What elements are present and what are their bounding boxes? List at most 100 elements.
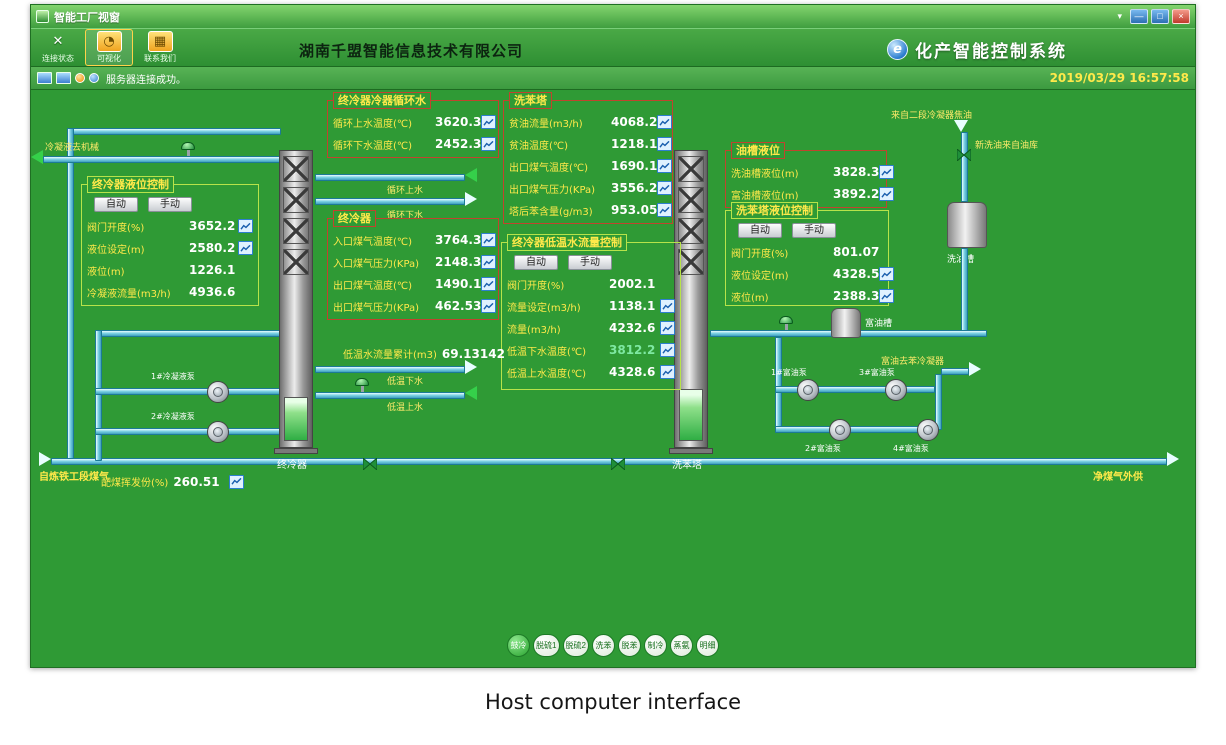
pump-icon[interactable] [829, 419, 851, 441]
gauge-icon: ◔ [96, 31, 122, 52]
panel-oil-tank-levels: 油槽液位 洗油槽液位(m) 3828.3 富油槽液位(m) 3892.2 [725, 142, 895, 208]
close-button[interactable]: × [1172, 9, 1190, 24]
toolbar-button-label: 连接状态 [42, 54, 74, 63]
tank-label: 洗油槽 [947, 252, 974, 265]
trend-chart-icon[interactable] [879, 165, 895, 179]
trend-chart-icon[interactable] [657, 115, 673, 129]
manual-button[interactable]: 手动 [568, 255, 612, 270]
pipe [315, 392, 465, 399]
trend-chart-icon[interactable] [879, 289, 895, 303]
pump-icon[interactable] [885, 379, 907, 401]
nav-button-desulf-1[interactable]: 脱硫1 [533, 634, 560, 657]
field-label: 液位设定(m) [87, 244, 145, 256]
minimize-button[interactable]: — [1130, 9, 1148, 24]
control-valve-icon[interactable] [181, 142, 195, 156]
trend-chart-icon[interactable] [481, 137, 497, 151]
chevron-down-icon[interactable]: ▾ [1117, 11, 1122, 22]
field-value: 2452.3 [435, 137, 482, 151]
field-value: 3620.3 [435, 115, 482, 129]
nav-button-benzene-wash[interactable]: 洗苯 [591, 634, 615, 657]
toolbar-button-contact[interactable]: ▦ 联系我们 [136, 29, 184, 66]
toolbar-button-visualization[interactable]: ◔ 可视化 [85, 29, 133, 66]
field-value: 2388.3 [833, 289, 880, 303]
valve-icon[interactable] [611, 455, 625, 467]
tower-label: 终冷器 [277, 460, 307, 471]
auto-button[interactable]: 自动 [514, 255, 558, 270]
auto-button[interactable]: 自动 [738, 223, 782, 238]
field-label: 循环上水温度(℃) [333, 118, 413, 130]
trend-chart-icon[interactable] [657, 159, 673, 173]
field-value: 3812.2 [609, 343, 656, 357]
field-label: 塔后苯含量(g/m3) [509, 206, 593, 218]
nav-button-debenzol[interactable]: 脱苯 [617, 634, 641, 657]
bottom-nav: 鼓冷 脱硫1 脱硫2 洗苯 脱苯 制冷 蒸氨 明细 [31, 634, 1195, 657]
trend-chart-icon[interactable] [228, 474, 244, 489]
trend-chart-icon[interactable] [481, 115, 497, 129]
monitor-icon[interactable] [56, 72, 71, 84]
field-value: 3652.2 [189, 219, 236, 233]
field-row: 冷凝液流量(m3/h) 4936.6 [82, 281, 258, 303]
manual-button[interactable]: 手动 [148, 197, 192, 212]
trend-chart-icon[interactable] [660, 365, 675, 379]
trend-chart-icon[interactable] [660, 321, 675, 335]
trend-chart-icon[interactable] [481, 299, 497, 313]
auto-button[interactable]: 自动 [94, 197, 138, 212]
nav-button-refrigeration[interactable]: 制冷 [643, 634, 667, 657]
trend-chart-icon[interactable] [879, 187, 895, 201]
pipe [43, 156, 281, 163]
pump-icon[interactable] [207, 421, 229, 443]
trend-chart-icon[interactable] [481, 277, 497, 291]
field-row: 入口煤气温度(℃) 3764.3 [328, 229, 498, 251]
pipe-label: 来自二段冷凝器焦油 [891, 111, 973, 121]
trend-chart-icon[interactable] [879, 267, 895, 281]
valve-icon[interactable] [363, 455, 377, 467]
monitor-icon[interactable] [37, 72, 52, 84]
connection-status-icon: ✕ [52, 34, 64, 49]
trend-chart-icon[interactable] [238, 241, 253, 255]
valve-icon[interactable] [957, 146, 971, 158]
pipe [315, 198, 465, 205]
mode-buttons: 自动 手动 [82, 195, 258, 215]
control-valve-icon[interactable] [779, 316, 793, 330]
pump-icon[interactable] [207, 381, 229, 403]
field-label: 出口煤气压力(KPa) [333, 302, 420, 314]
field-row: 阀门开度(%) 801.07 [726, 241, 888, 263]
trend-chart-icon[interactable] [657, 203, 673, 217]
nav-button-gulen[interactable]: 鼓冷 [507, 634, 531, 657]
pump-label: 1#富油泵 [771, 368, 807, 377]
manual-button[interactable]: 手动 [792, 223, 836, 238]
trend-chart-icon[interactable] [657, 137, 673, 151]
trend-chart-icon[interactable] [660, 299, 675, 313]
maximize-button[interactable]: □ [1151, 9, 1169, 24]
field-row: 富油槽液位(m) 3892.2 [726, 183, 895, 205]
field-value: 3764.3 [435, 233, 482, 247]
trend-chart-icon[interactable] [657, 181, 673, 195]
final-cooler-tower [279, 150, 313, 448]
tower-level-indicator [284, 397, 308, 441]
pipe-label: 低温下水 [387, 377, 424, 387]
trend-chart-icon[interactable] [238, 219, 253, 233]
toolbar-button-connection[interactable]: ✕ 连接状态 [34, 29, 82, 66]
control-valve-icon[interactable] [355, 378, 369, 392]
field-label: 流量设定(m3/h) [507, 302, 581, 314]
pipe-label: 冷凝液去机械 [45, 143, 100, 153]
field-label: 低温水流量累计(m3) [343, 350, 437, 361]
pump-icon[interactable] [917, 419, 939, 441]
field-value: 1490.1 [435, 277, 482, 291]
trend-chart-icon[interactable] [660, 343, 675, 357]
pump-icon[interactable] [797, 379, 819, 401]
trend-chart-icon[interactable] [481, 233, 497, 247]
toolbar-button-label: 联系我们 [144, 54, 176, 63]
mode-buttons: 自动 手动 [502, 253, 680, 273]
pipe-label: 自炼铁工段煤气 [39, 472, 109, 483]
pipe [67, 128, 74, 464]
trend-chart-icon[interactable] [481, 255, 497, 269]
field-label: 阀门开度(%) [507, 280, 565, 292]
toolbar: ✕ 连接状态 ◔ 可视化 ▦ 联系我们 湖南千盟智能信息技术有限公司 e 化产智… [31, 28, 1195, 67]
nav-button-details[interactable]: 明细 [695, 634, 719, 657]
nav-button-ammonia[interactable]: 蒸氨 [669, 634, 693, 657]
field-row: 流量设定(m3/h) 1138.1 [502, 295, 680, 317]
field-row: 循环下水温度(℃) 2452.3 [328, 133, 498, 155]
nav-button-desulf-2[interactable]: 脱硫2 [562, 634, 589, 657]
field-value: 4232.6 [609, 321, 656, 335]
